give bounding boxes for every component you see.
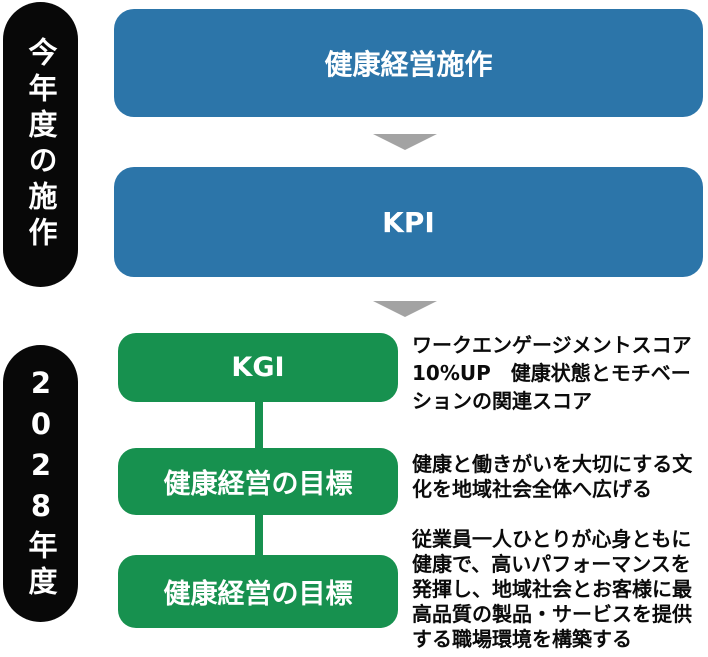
flow-box-measures-label: 健康経営施作 <box>324 48 493 81</box>
flow-box-kpi: KPI <box>114 167 703 277</box>
goal-box-objective-1: 健康経営の目標 <box>118 448 398 515</box>
target-year-label: 2028年度 <box>24 365 58 602</box>
target-year-pill: 2028年度 <box>3 345 78 622</box>
down-arrow-icon <box>373 134 437 150</box>
flow-box-measures: 健康経営施作 <box>114 9 703 117</box>
goal-box-objective-1-label: 健康経営の目標 <box>163 469 353 500</box>
goal-box-kgi: KGI <box>118 333 398 402</box>
goal-box-objective-2: 健康経営の目標 <box>118 555 398 628</box>
current-year-label: 今年度の施作 <box>24 36 58 253</box>
objective-2-description: 従業員一人ひとりが心身ともに 健康で、高いパフォーマンスを 発揮し、地域社会とお… <box>412 527 692 651</box>
current-year-pill: 今年度の施作 <box>3 2 78 287</box>
down-arrow-icon <box>373 301 437 317</box>
flow-box-kpi-label: KPI <box>382 205 435 239</box>
goal-box-kgi-label: KGI <box>231 352 285 383</box>
connector-line <box>255 513 263 558</box>
objective-1-description: 健康と働きがいを大切にする文 化を地域社会全体へ広げる <box>412 452 693 501</box>
connector-line <box>255 400 263 450</box>
goal-box-objective-2-label: 健康経営の目標 <box>163 579 353 610</box>
kgi-description: ワークエンゲージメントスコア 10%UP 健康状態とモチベー ションの関連スコア <box>412 333 692 413</box>
